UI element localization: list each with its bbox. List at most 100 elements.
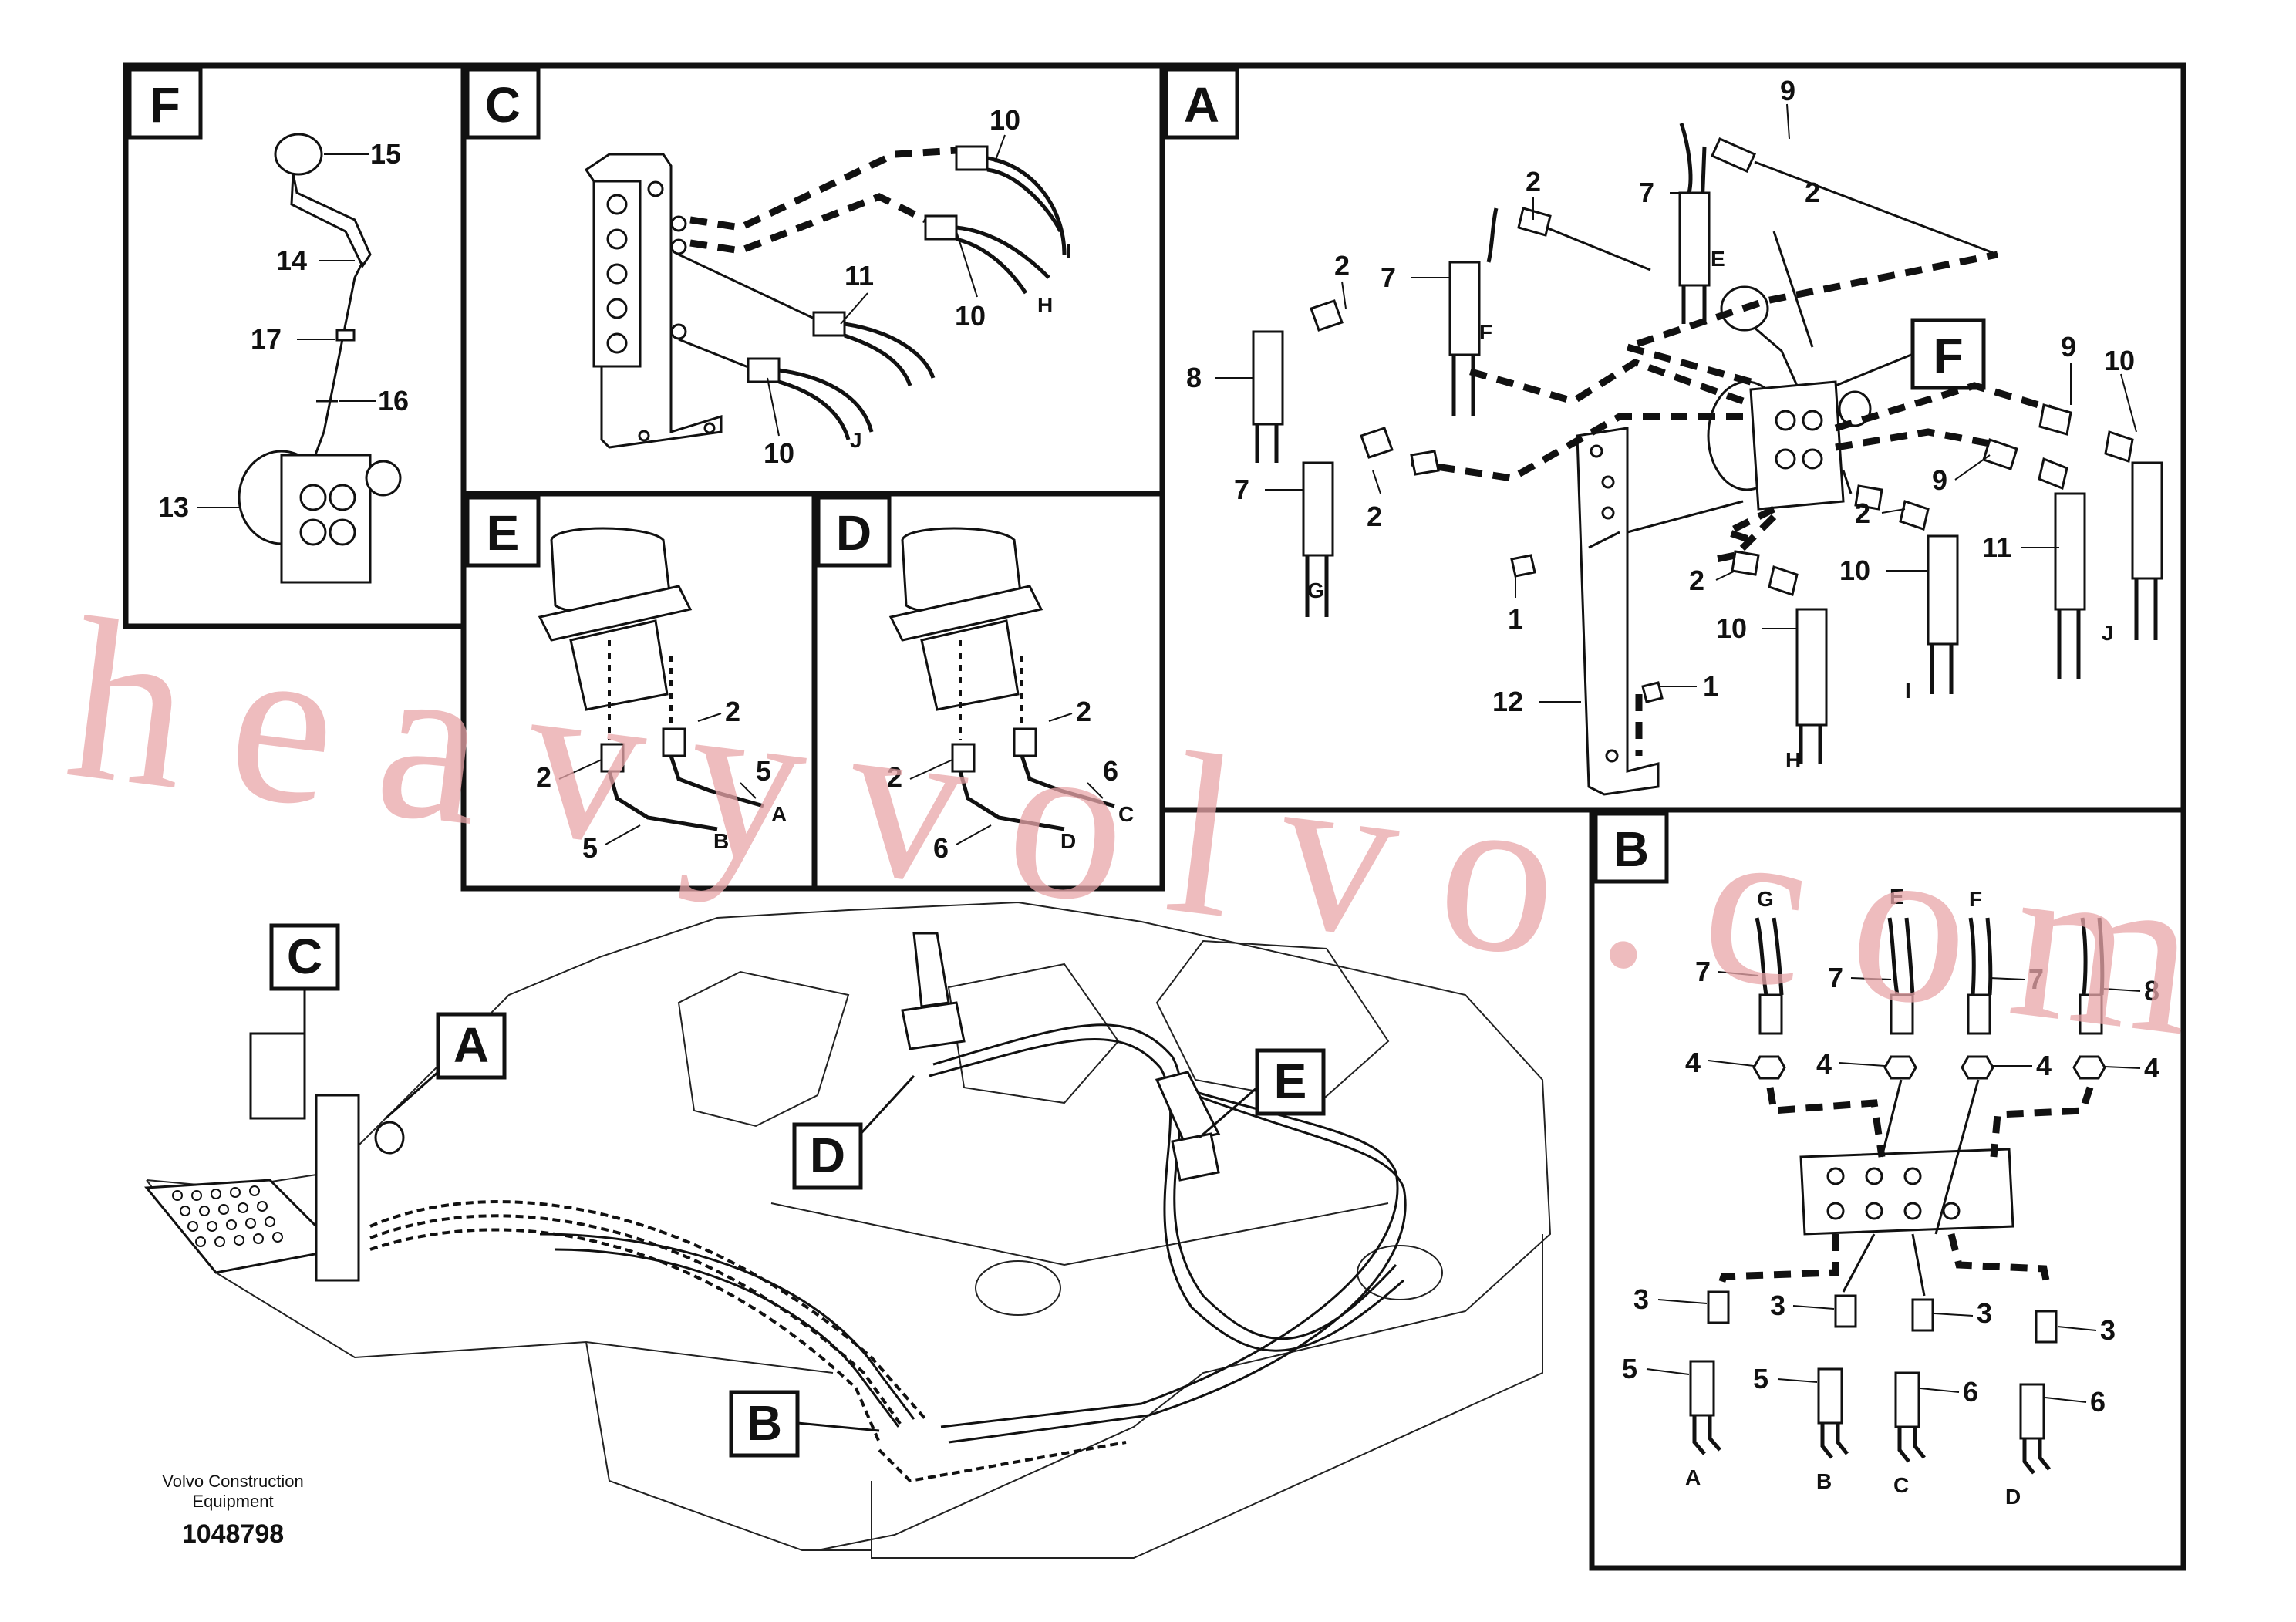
tag-a-h: H [1785,748,1801,772]
tag-b-c: C [1893,1473,1909,1497]
callout-b-5a: 5 [1622,1353,1637,1384]
callout-a-7a: 7 [1639,177,1654,208]
panel-b-drawing: 7 7 7 8 4 4 4 4 3 3 3 3 5 5 6 6 G E F A … [1622,885,2159,1509]
tag-b-a: A [1685,1465,1701,1489]
drawing-number: 1048798 [182,1519,284,1549]
callout-a-12: 12 [1492,686,1523,717]
callout-a-2d: 2 [1805,177,1820,208]
panel-a-letter: A [1184,77,1219,133]
callout-b-8: 8 [2144,975,2159,1007]
panel-c-frame [460,62,1165,497]
callout-d-2a: 2 [887,761,902,793]
watermark-text: heavyvolvo.com [56,569,2255,1090]
panel-a-frame [1159,62,2186,813]
panel-f-letter: F [150,77,180,133]
callout-c-11: 11 [845,260,874,292]
callout-e-2a: 2 [536,761,551,793]
callout-a-2e: 2 [1855,497,1870,529]
tag-c-j: J [850,428,862,452]
tag-b-f: F [1969,887,1982,911]
callout-b-4a: 4 [1685,1047,1701,1078]
tag-a-j: J [2102,621,2114,645]
callout-a-10a: 10 [2104,345,2135,376]
callout-a-9c: 9 [1932,464,1947,496]
overview-ref-a: A [453,1017,489,1073]
callout-b-7a: 7 [1695,956,1711,987]
callout-e-2b: 2 [725,696,740,727]
callout-a-2b: 2 [1334,250,1350,282]
callout-c-10a: 10 [990,104,1020,136]
panel-c-letter: C [485,77,521,133]
callout-d-6b: 6 [933,832,949,864]
panel-a-drawing: F [1186,75,2163,796]
lever-knob [274,133,323,176]
callout-b-3c: 3 [1977,1297,1992,1329]
panel-f-drawing: 15 14 17 16 13 [158,133,409,584]
callout-e-5b: 5 [582,832,598,864]
panel-c-drawing: 10 10 11 10 I H J [584,104,1072,469]
panel-d-letter: D [836,505,872,561]
tag-b-e: E [1890,885,1904,909]
panel-a-f-ref: F [1933,328,1963,383]
panel-d-drawing: 2 2 6 6 C D [887,527,1134,864]
callout-a-2c: 2 [1367,501,1382,532]
callout-a-7c: 7 [1234,474,1249,505]
panel-letter-boxes: F C A E D B [127,67,1669,884]
callout-d-6a: 6 [1103,755,1118,787]
callout-a-9a: 9 [1780,75,1795,106]
tag-b-g: G [1757,887,1774,911]
brand-line-1: Volvo Construction [162,1472,303,1491]
callout-b-3b: 3 [1770,1290,1785,1321]
callout-c-10c: 10 [764,437,794,469]
callout-b-7b: 7 [1828,962,1843,993]
callout-b-3a: 3 [1633,1283,1649,1315]
callout-b-3d: 3 [2100,1314,2116,1346]
callout-a-8: 8 [1186,362,1202,393]
step-holes [172,1185,283,1247]
tag-d-d: D [1060,829,1076,853]
brand-line-2: Equipment [192,1492,273,1511]
callout-d-2b: 2 [1076,696,1091,727]
callout-b-4d: 4 [2144,1052,2159,1084]
callout-b-4b: 4 [1816,1048,1832,1080]
overview-ref-b: B [747,1395,782,1451]
callout-b-4c: 4 [2036,1050,2052,1081]
tag-c-i: I [1066,239,1072,263]
panel-b-letter: B [1613,821,1649,877]
callout-c-10b: 10 [955,300,986,332]
tag-a-f: F [1479,320,1492,344]
callout-e-5a: 5 [756,755,771,787]
callout-b-5b: 5 [1753,1363,1768,1394]
panel-frames [123,62,2186,1571]
callout-a-10b: 10 [1839,555,1870,586]
overview-drawing: C A D E B [143,901,1552,1559]
callout-f-16: 16 [378,385,409,416]
overview-ref-c: C [287,929,322,984]
callout-f-14: 14 [276,244,307,276]
tag-b-b: B [1816,1469,1832,1493]
callout-a-1a: 1 [1508,603,1523,635]
callout-a-9b: 9 [2061,331,2076,363]
callout-a-2a: 2 [1526,166,1541,197]
callout-a-10c: 10 [1716,612,1747,644]
tag-c-h: H [1037,293,1053,317]
callout-a-7b: 7 [1381,261,1396,293]
footer-block: Volvo Construction Equipment 1048798 [162,1472,303,1549]
tag-b-d: D [2005,1485,2021,1509]
tag-d-c: C [1118,802,1134,826]
panel-e-letter: E [487,505,520,561]
tag-a-e: E [1711,247,1725,271]
tag-e-b: B [713,829,729,853]
callout-b-7c: 7 [2028,963,2044,995]
tag-a-g: G [1307,578,1324,602]
callout-a-1b: 1 [1703,670,1718,702]
panel-b-frame [1589,807,2186,1571]
callout-f-15: 15 [370,138,401,170]
panel-e-drawing: 2 2 5 5 A B [536,527,787,864]
callout-b-6b: 6 [2090,1386,2106,1418]
callout-f-13: 13 [158,491,189,523]
callout-b-6a: 6 [1963,1376,1978,1408]
overview-ref-d: D [810,1128,845,1183]
callout-a-2f: 2 [1689,565,1704,596]
